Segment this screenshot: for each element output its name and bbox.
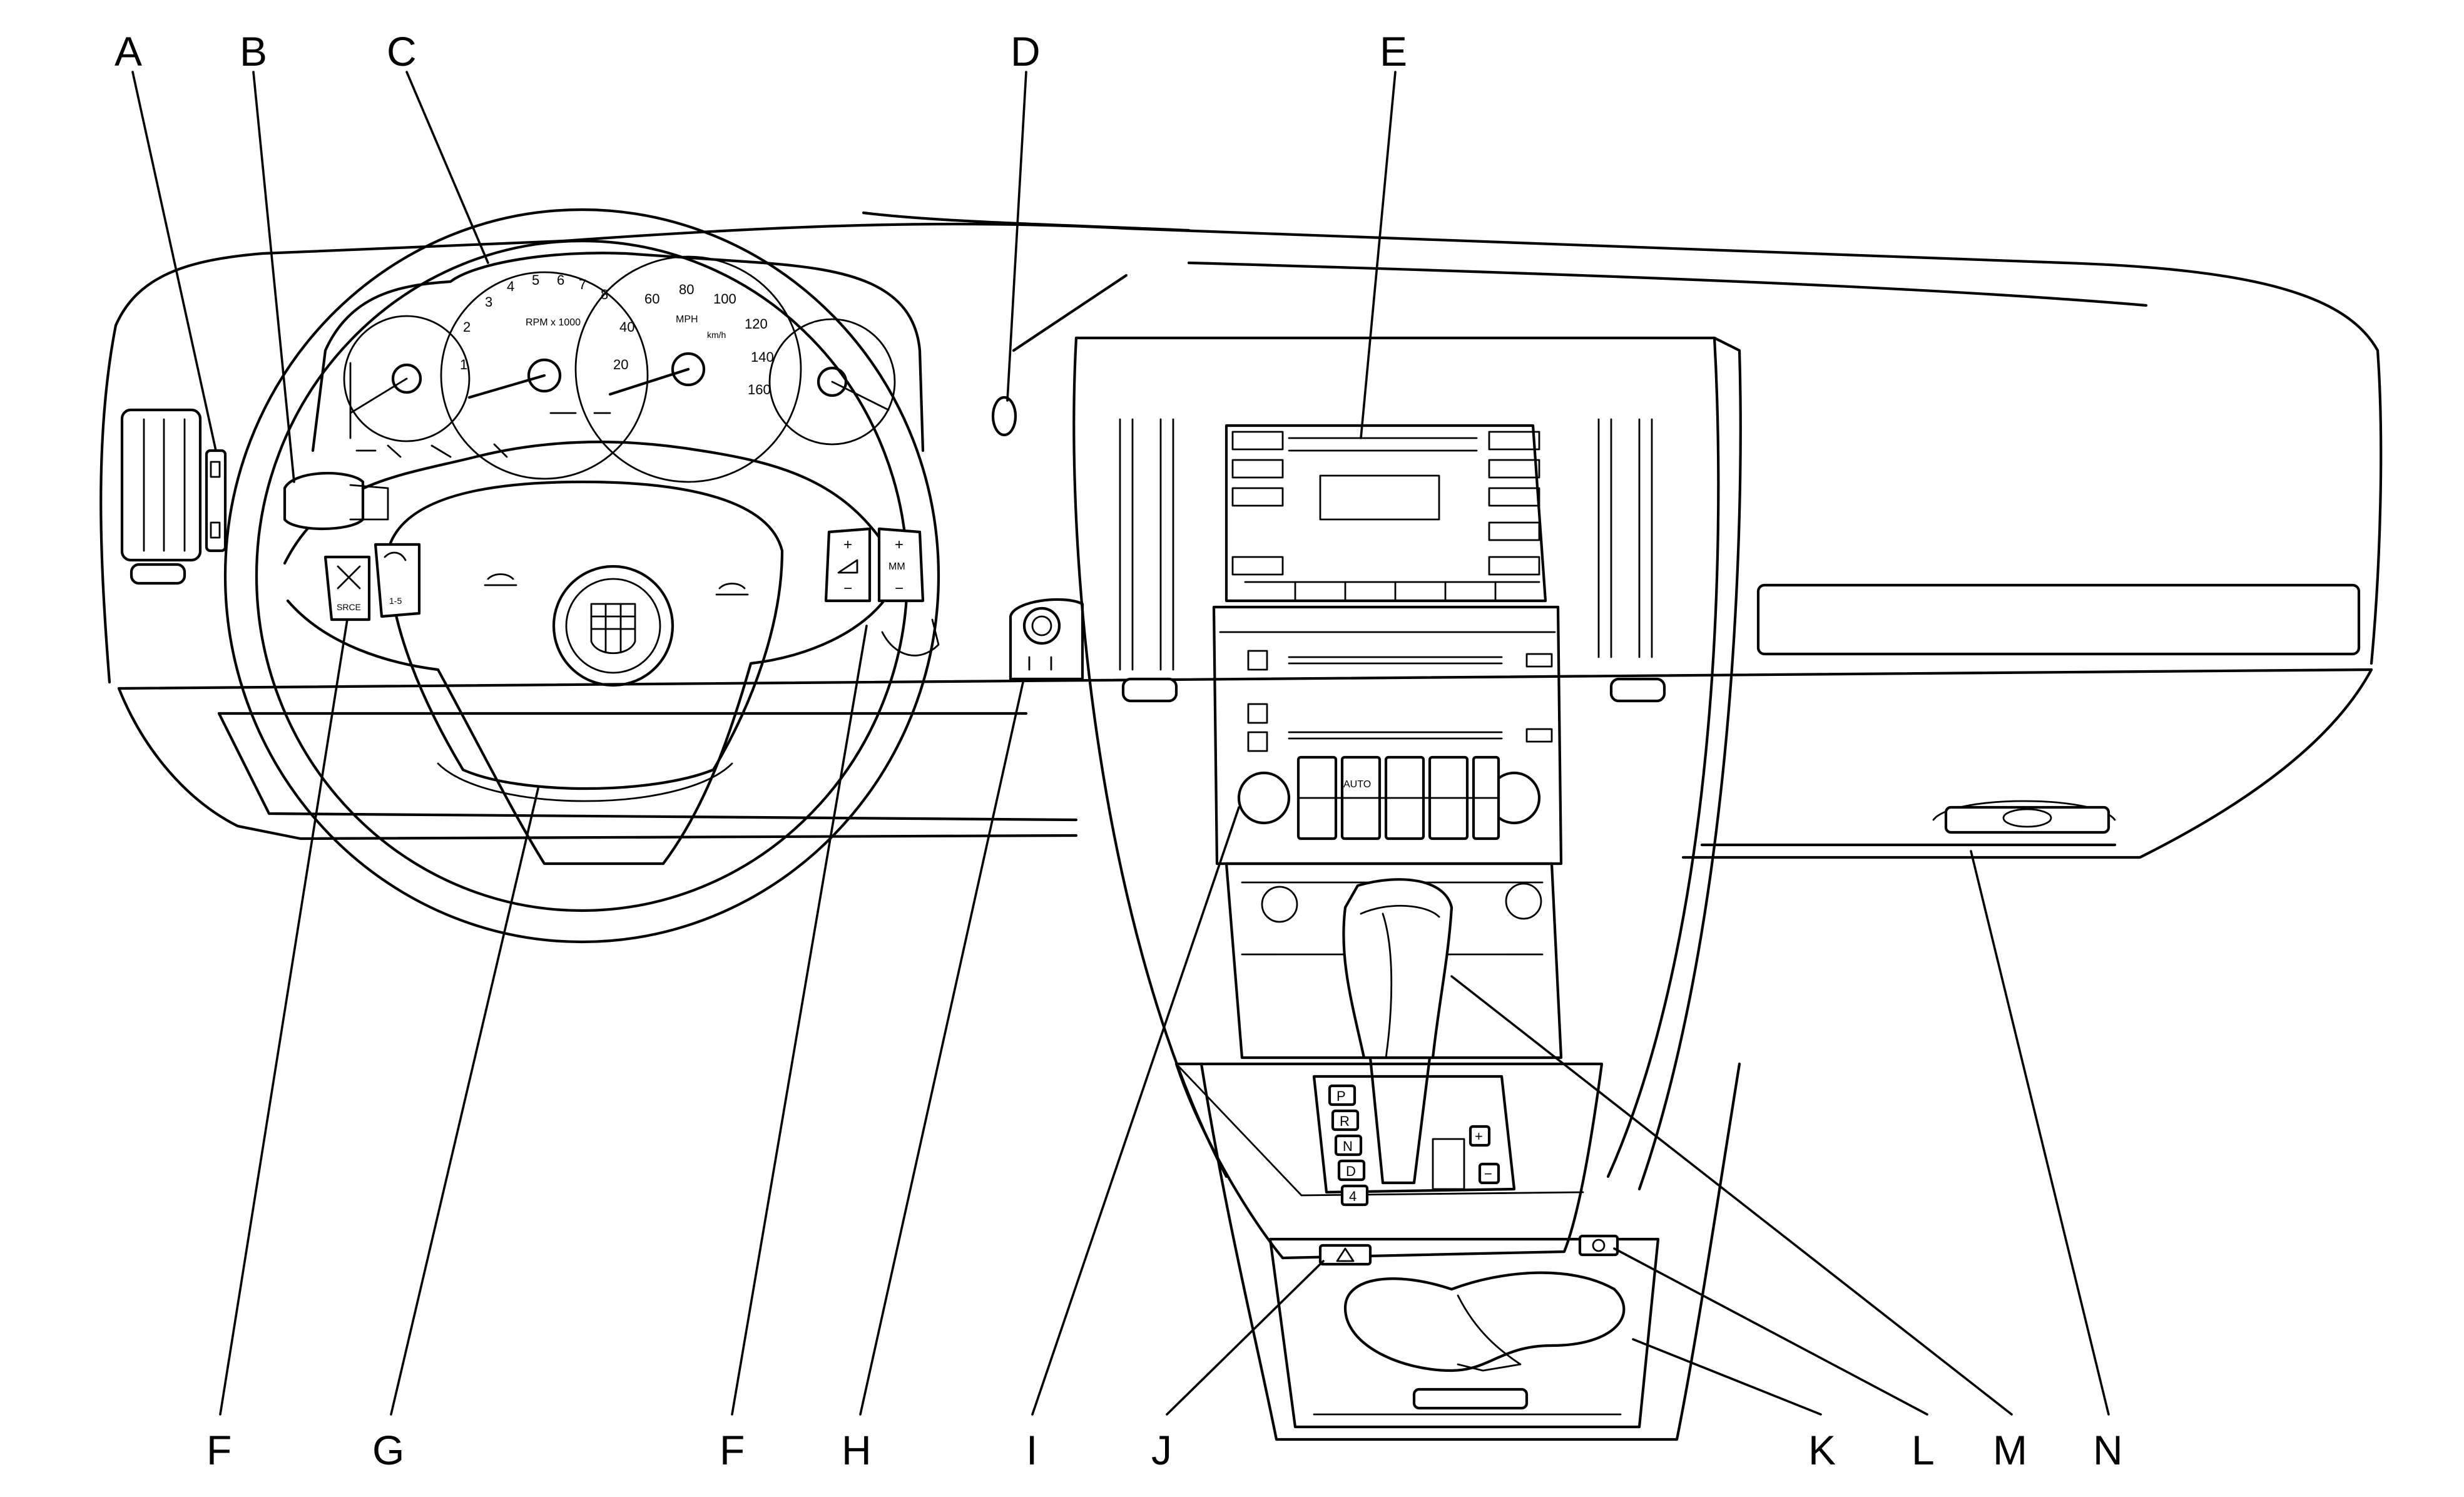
manual-minus-label: − bbox=[1484, 1166, 1492, 1182]
tach-tick-label: 3 bbox=[485, 294, 492, 310]
srce-label: SRCE bbox=[337, 602, 361, 612]
center-stack: AUTO bbox=[1072, 336, 1742, 1191]
callout-label-b: B bbox=[240, 28, 267, 74]
gear-label: P bbox=[1336, 1088, 1346, 1104]
instrument-cluster: 1 2 3 4 5 6 7 8 RPM x 1000 20 40 60 80 1… bbox=[311, 252, 925, 483]
tach-tick-label: 2 bbox=[463, 319, 471, 335]
speed-tick-label: 40 bbox=[619, 319, 634, 335]
hazard-icon bbox=[1336, 1247, 1355, 1262]
hazard-warning-button[interactable] bbox=[1318, 1244, 1372, 1266]
callout-label-a: A bbox=[115, 28, 142, 74]
callout-label-k: K bbox=[1808, 1427, 1836, 1473]
media-mode-control[interactable] bbox=[877, 527, 925, 603]
tach-tick-label: 7 bbox=[579, 277, 586, 292]
svg-text:−: − bbox=[895, 580, 904, 597]
callout-label-d: D bbox=[1011, 28, 1041, 74]
speed-unit: MPH bbox=[676, 314, 698, 325]
callout-label-f-left: F bbox=[206, 1427, 232, 1473]
gear-shifter[interactable] bbox=[1342, 878, 1453, 1185]
callout-label-e: E bbox=[1380, 28, 1407, 74]
navigation-screen[interactable] bbox=[1224, 424, 1547, 603]
tach-tick-label: 5 bbox=[532, 272, 539, 288]
speed-tick-label: 20 bbox=[613, 357, 628, 372]
mute-button[interactable] bbox=[323, 555, 371, 621]
speed-tick-label: 60 bbox=[644, 291, 659, 307]
callout-label-h: H bbox=[842, 1427, 872, 1473]
callout-label-i: I bbox=[1026, 1427, 1037, 1473]
left-climate-knob[interactable] bbox=[1237, 771, 1291, 825]
horn-icon bbox=[715, 583, 749, 596]
traction-control-button[interactable] bbox=[1578, 1234, 1619, 1257]
steering-wheel bbox=[223, 208, 940, 944]
callout-labels: A B C D E F G F H I J K L M N bbox=[115, 28, 2123, 1473]
svg-text:+: + bbox=[843, 536, 852, 553]
callout-label-g: G bbox=[372, 1427, 404, 1473]
auto-button-label: AUTO bbox=[1343, 779, 1371, 790]
center-console: P R N D 4 + − bbox=[1174, 1062, 1741, 1441]
svg-text:−: − bbox=[843, 580, 852, 597]
shift-lever-knob[interactable] bbox=[1342, 878, 1453, 1060]
speed-tick-label: 100 bbox=[713, 291, 736, 307]
cd-slot[interactable] bbox=[1288, 656, 1503, 665]
leader-lines bbox=[131, 71, 2110, 1416]
manual-plus-label: + bbox=[1475, 1128, 1483, 1144]
tach-tick-label: 4 bbox=[507, 278, 514, 294]
voice-icon bbox=[384, 551, 407, 561]
preset-label: 1-5 bbox=[389, 596, 402, 606]
speed-unit-alt: km/h bbox=[707, 330, 726, 340]
callout-label-f-right: F bbox=[720, 1427, 745, 1473]
callout-label-l: L bbox=[1912, 1427, 1935, 1473]
tach-tick-label: 1 bbox=[460, 357, 467, 372]
crest-icon bbox=[590, 603, 636, 654]
turn-signal-lever[interactable] bbox=[283, 471, 365, 531]
voice-button[interactable] bbox=[374, 543, 421, 618]
ignition-switch[interactable] bbox=[1009, 598, 1084, 681]
tach-tick-label: 6 bbox=[557, 272, 564, 288]
speed-tick-label: 80 bbox=[679, 282, 694, 297]
callout-label-c: C bbox=[387, 28, 417, 74]
center-right-vent bbox=[1597, 418, 1666, 703]
left-steering-controls: SRCE 1-5 bbox=[283, 471, 421, 621]
cadillac-emblem bbox=[552, 565, 675, 687]
ignition-switch-area bbox=[991, 396, 1084, 681]
speed-tick-label: 140 bbox=[751, 349, 774, 365]
tachometer: 1 2 3 4 5 6 7 8 RPM x 1000 bbox=[440, 271, 649, 480]
speed-tick-label: 160 bbox=[748, 382, 771, 397]
gear-label: D bbox=[1346, 1163, 1356, 1179]
volume-control[interactable] bbox=[824, 527, 872, 603]
callout-label-m: M bbox=[1993, 1427, 2027, 1473]
mm-label: MM bbox=[888, 561, 905, 572]
passenger-vent-slot bbox=[1756, 583, 2361, 656]
climate-buttons: AUTO bbox=[1296, 755, 1500, 840]
instrument-panel-brightness-control[interactable] bbox=[205, 449, 227, 553]
center-left-vent bbox=[1119, 418, 1178, 703]
gear-position-indicator: P R N D 4 + − bbox=[1328, 1084, 1500, 1207]
mute-icon bbox=[337, 565, 361, 590]
callout-label-j: J bbox=[1151, 1427, 1172, 1473]
callout-label-n: N bbox=[2093, 1427, 2123, 1473]
gear-label: 4 bbox=[1349, 1188, 1357, 1204]
svg-text:+: + bbox=[895, 536, 904, 553]
cupholders[interactable] bbox=[1343, 1271, 1626, 1372]
speedometer: 20 40 60 80 100 120 140 160 MPH km/h bbox=[574, 255, 802, 483]
display-window bbox=[1319, 474, 1440, 521]
steering-column-control[interactable] bbox=[991, 396, 1017, 437]
speed-tick-label: 120 bbox=[745, 316, 768, 332]
glovebox-latch[interactable] bbox=[1944, 805, 2110, 834]
left-vent bbox=[120, 408, 227, 585]
gear-label: R bbox=[1340, 1113, 1350, 1129]
right-steering-controls: + − + MM − bbox=[824, 527, 940, 657]
horn-icon bbox=[484, 573, 517, 586]
cd-slot[interactable] bbox=[1288, 731, 1503, 740]
gear-label: N bbox=[1343, 1138, 1353, 1154]
dashboard-outline bbox=[99, 211, 2383, 859]
volume-icon bbox=[837, 559, 858, 574]
tach-unit: RPM x 1000 bbox=[526, 317, 581, 328]
